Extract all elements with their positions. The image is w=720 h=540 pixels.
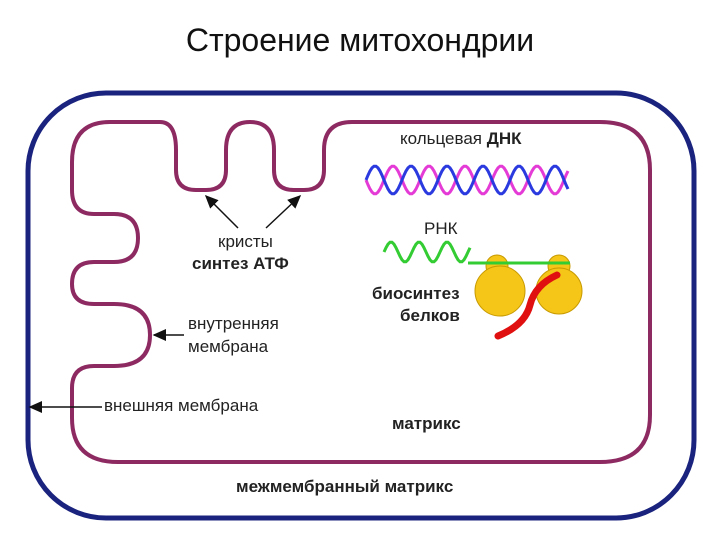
matrix-label: матрикс <box>392 414 461 433</box>
rna-label: РНК <box>424 219 458 238</box>
cristae-arrow-left <box>204 194 239 229</box>
inner-membrane-label-1: внутренняя <box>188 314 279 333</box>
dna-strand-1 <box>364 164 570 196</box>
dna-label-prefix: кольцевая <box>400 129 482 148</box>
atp-synthesis-label: синтез АТФ <box>192 254 289 273</box>
outer-membrane-label: внешняя мембрана <box>104 396 259 415</box>
intermembrane-label: межмембранный матрикс <box>236 477 454 496</box>
page-title: Строение митохондрии <box>185 22 535 58</box>
ribosome-1 <box>474 254 526 317</box>
biosynthesis-label-1: биосинтез <box>372 284 460 303</box>
dna-label: кольцевая ДНК <box>400 128 522 150</box>
biosynthesis-label-2: белков <box>400 306 460 325</box>
polypeptide-chain <box>494 271 561 340</box>
outer-membrane <box>25 90 697 521</box>
inner-membrane <box>69 119 652 464</box>
cristae-label: кристы <box>218 232 273 251</box>
dna-label-bold: ДНК <box>486 129 522 148</box>
inner-membrane-label-2: мембрана <box>188 337 269 356</box>
rna-strand <box>382 240 472 264</box>
dna-strand-2 <box>364 164 570 196</box>
cristae-arrow-right <box>265 194 302 229</box>
